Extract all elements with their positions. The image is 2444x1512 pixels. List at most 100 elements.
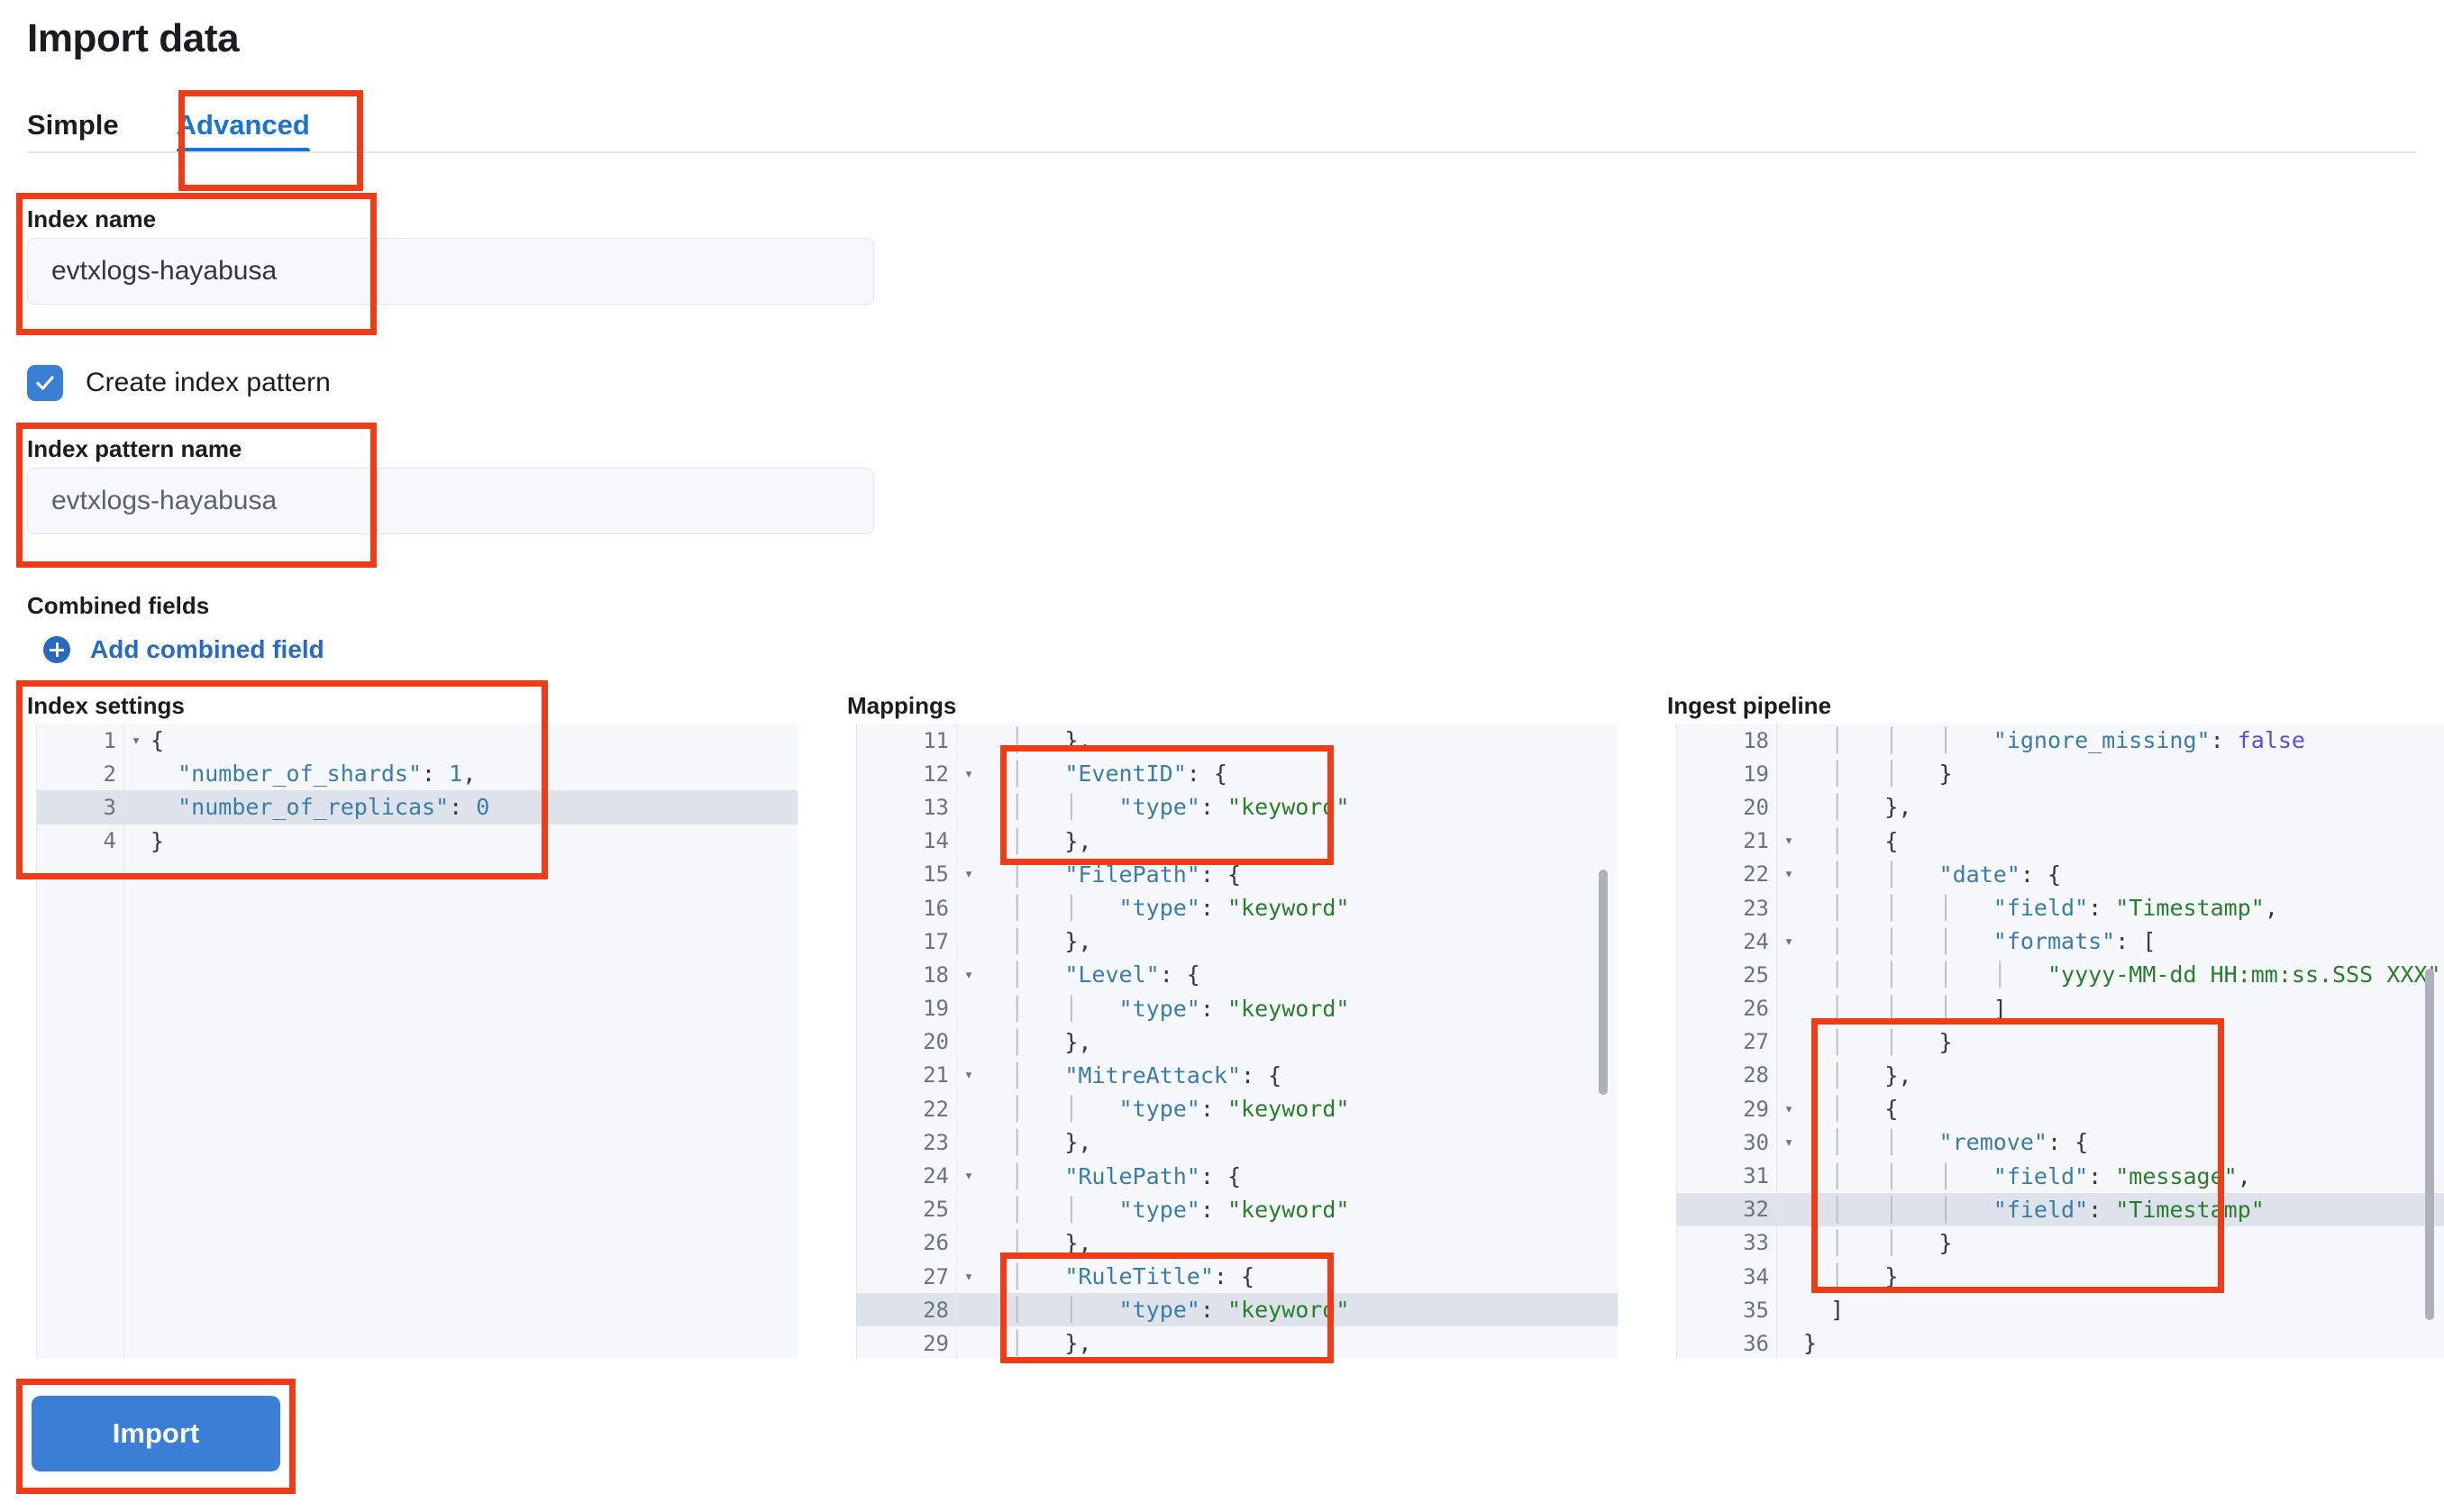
- line-number: 18▾: [857, 958, 973, 992]
- code-line[interactable]: 24▾ │ │ │ "formats": [: [1677, 925, 2444, 959]
- code-line[interactable]: 28 │ │ "type": "keyword": [857, 1293, 1618, 1327]
- code-text: │ },: [1010, 1129, 1092, 1156]
- fold-caret-icon[interactable]: ▾: [963, 965, 974, 984]
- code-line[interactable]: 20 │ },: [857, 1025, 1618, 1059]
- code-line[interactable]: 18▾ │ "Level": {: [857, 958, 1618, 992]
- tab-simple[interactable]: Simple: [27, 109, 119, 141]
- code-line[interactable]: 22 │ │ "type": "keyword": [857, 1092, 1618, 1126]
- fold-caret-icon[interactable]: ▾: [131, 731, 141, 750]
- fold-caret-icon[interactable]: ▾: [1783, 1099, 1794, 1118]
- code-line[interactable]: 2 "number_of_shards": 1,: [37, 757, 798, 791]
- fold-caret-icon[interactable]: ▾: [963, 764, 974, 783]
- code-text: │ }: [1830, 1263, 1899, 1290]
- index-settings-editor[interactable]: 1▾{2 "number_of_shards": 1,3 "number_of_…: [36, 724, 798, 1358]
- fold-caret-icon[interactable]: ▾: [1783, 1133, 1794, 1152]
- fold-caret-icon[interactable]: ▾: [1783, 932, 1794, 951]
- code-line[interactable]: 28 │ },: [1677, 1058, 2444, 1093]
- line-number: 25: [857, 1192, 956, 1226]
- code-text: │ "RuleTitle": {: [1010, 1263, 1255, 1290]
- index-settings-code[interactable]: 1▾{2 "number_of_shards": 1,3 "number_of_…: [37, 724, 798, 1358]
- code-line[interactable]: 22▾ │ │ "date": {: [1677, 857, 2444, 891]
- index-pattern-name-input[interactable]: evtxlogs-hayabusa: [27, 468, 874, 534]
- code-line[interactable]: 1▾{: [37, 724, 798, 758]
- gutter-separator: [956, 724, 957, 1358]
- fold-caret-icon[interactable]: ▾: [963, 1267, 974, 1286]
- line-number: 13: [857, 790, 956, 824]
- create-index-pattern-label: Create index pattern: [86, 368, 331, 397]
- code-line[interactable]: 4}: [37, 824, 798, 858]
- line-number: 15▾: [857, 857, 973, 891]
- code-line[interactable]: 19 │ │ "type": "keyword": [857, 991, 1618, 1025]
- code-line[interactable]: 18 │ │ │ "ignore_missing": false: [1677, 724, 2444, 758]
- line-number: 22▾: [1677, 857, 1793, 891]
- add-combined-field-button[interactable]: Add combined field: [43, 635, 324, 664]
- code-line[interactable]: 27 │ │ }: [1677, 1025, 2444, 1059]
- line-number: 35: [1677, 1293, 1776, 1327]
- line-number: 21▾: [857, 1058, 973, 1093]
- code-line[interactable]: 25 │ │ "type": "keyword": [857, 1192, 1618, 1226]
- code-text: │ │ │ "field": "Timestamp": [1830, 1196, 2265, 1223]
- code-line[interactable]: 31 │ │ │ "field": "message",: [1677, 1159, 2444, 1193]
- code-line[interactable]: 26 │ },: [857, 1225, 1618, 1260]
- mappings-editor[interactable]: 11 │ },12▾ │ "EventID": {13 │ │ "type": …: [856, 724, 1618, 1358]
- code-line[interactable]: 21▾ │ "MitreAttack": {: [857, 1058, 1618, 1093]
- index-name-input[interactable]: evtxlogs-hayabusa: [27, 238, 874, 305]
- code-line[interactable]: 13 │ │ "type": "keyword": [857, 790, 1618, 824]
- code-text: │ │ }: [1830, 1229, 1953, 1256]
- code-line[interactable]: 20 │ },: [1677, 790, 2444, 824]
- code-line[interactable]: 29▾ │ {: [1677, 1092, 2444, 1126]
- line-number: 11: [857, 724, 956, 758]
- import-button[interactable]: Import: [32, 1396, 280, 1471]
- fold-caret-icon[interactable]: ▾: [1783, 832, 1794, 851]
- mappings-scrollbar[interactable]: [1599, 870, 1608, 1095]
- check-icon: [36, 376, 54, 390]
- code-line[interactable]: 16 │ │ "type": "keyword": [857, 890, 1618, 925]
- fold-caret-icon[interactable]: ▾: [963, 1167, 974, 1186]
- ingest-pipeline-scrollbar[interactable]: [2425, 969, 2434, 1320]
- page-title: Import data: [27, 16, 240, 60]
- code-text: │ │ │ "formats": [: [1830, 928, 2157, 955]
- code-line[interactable]: 11 │ },: [857, 724, 1618, 758]
- index-name-label: Index name: [27, 205, 157, 232]
- code-line[interactable]: 23 │ │ │ "field": "Timestamp",: [1677, 890, 2444, 925]
- fold-caret-icon[interactable]: ▾: [963, 865, 974, 884]
- code-line[interactable]: 25 │ │ │ │ "yyyy-MM-dd HH:mm:ss.SSS XXX": [1677, 958, 2444, 992]
- line-number: 29: [857, 1326, 956, 1358]
- code-line[interactable]: 14 │ },: [857, 824, 1618, 858]
- code-line[interactable]: 27▾ │ "RuleTitle": {: [857, 1260, 1618, 1294]
- fold-caret-icon[interactable]: ▾: [1783, 865, 1794, 884]
- code-line[interactable]: 26 │ │ │ ]: [1677, 991, 2444, 1025]
- code-line[interactable]: 17 │ },: [857, 925, 1618, 959]
- code-line[interactable]: 32 │ │ │ "field": "Timestamp": [1677, 1192, 2444, 1226]
- code-text: │ │ │ "field": "message",: [1830, 1162, 2251, 1189]
- code-line[interactable]: 33 │ │ }: [1677, 1225, 2444, 1260]
- code-line[interactable]: 23 │ },: [857, 1125, 1618, 1160]
- tab-advanced[interactable]: Advanced: [150, 111, 337, 153]
- create-index-pattern-checkbox[interactable]: [27, 365, 63, 401]
- code-line[interactable]: 24▾ │ "RulePath": {: [857, 1159, 1618, 1193]
- code-line[interactable]: 30▾ │ │ "remove": {: [1677, 1125, 2444, 1160]
- code-line[interactable]: 35 ]: [1677, 1293, 2444, 1327]
- line-number: 27▾: [857, 1260, 973, 1294]
- code-line[interactable]: 21▾ │ {: [1677, 824, 2444, 858]
- mappings-code[interactable]: 11 │ },12▾ │ "EventID": {13 │ │ "type": …: [857, 724, 1618, 1358]
- code-text: │ │ "type": "keyword": [1010, 1096, 1350, 1123]
- fold-caret-icon[interactable]: ▾: [963, 1066, 974, 1085]
- code-line[interactable]: 3 "number_of_replicas": 0: [37, 790, 798, 824]
- code-text: │ {: [1830, 827, 1899, 854]
- code-line[interactable]: 34 │ }: [1677, 1260, 2444, 1294]
- code-line[interactable]: 19 │ │ }: [1677, 757, 2444, 791]
- code-text: │ │ │ ]: [1830, 995, 2007, 1022]
- code-text: │ │ "type": "keyword": [1010, 794, 1350, 821]
- code-line[interactable]: 12▾ │ "EventID": {: [857, 757, 1618, 791]
- code-line[interactable]: 29 │ },: [857, 1326, 1618, 1358]
- create-index-pattern-row[interactable]: Create index pattern: [27, 365, 331, 401]
- code-line[interactable]: 15▾ │ "FilePath": {: [857, 857, 1618, 891]
- code-text: │ │ │ "ignore_missing": false: [1830, 727, 2305, 754]
- code-line[interactable]: 36}: [1677, 1326, 2444, 1358]
- line-number: 23: [1677, 890, 1776, 925]
- code-text: │ │ "type": "keyword": [1010, 1196, 1350, 1223]
- code-text: "number_of_replicas": 0: [178, 794, 490, 821]
